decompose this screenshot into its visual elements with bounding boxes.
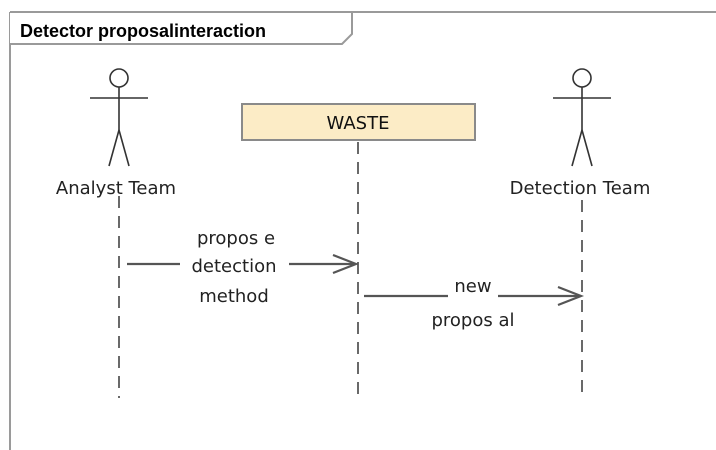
- actor-label-analyst-team: Analyst Team: [56, 178, 176, 199]
- actor-left-leg: [108, 129, 120, 167]
- lifeline-object-waste: WASTE: [241, 103, 476, 141]
- actor-right-leg: [118, 129, 130, 167]
- message-propose-detection-method: propos e detection method: [127, 228, 360, 307]
- message-label-line: new: [454, 276, 491, 297]
- actor-label-detection-team: Detection Team: [510, 178, 651, 199]
- actor-head: [572, 68, 592, 88]
- message-arrowhead: [557, 285, 585, 307]
- interaction-frame: Detector proposalinteraction: [9, 11, 716, 450]
- lifeline-object-label: WASTE: [327, 113, 390, 134]
- frame-title-tab: [10, 11, 353, 45]
- actor-right-leg: [581, 129, 593, 167]
- actor-left-leg: [571, 129, 583, 167]
- frame-title: Detector proposalinteraction: [20, 21, 266, 41]
- message-new-proposal: new propos al: [364, 276, 585, 331]
- message-label-line: propos e: [197, 228, 275, 249]
- message-arrowhead: [332, 253, 360, 275]
- actor-head: [109, 68, 129, 88]
- actor-analyst-team: Analyst Team: [56, 68, 176, 199]
- message-label-line: method: [199, 286, 269, 307]
- actor-detection-team: Detection Team: [510, 68, 651, 199]
- lifeline-object-box: [241, 103, 476, 141]
- message-label-line: propos al: [431, 310, 514, 331]
- message-label-line: detection: [191, 256, 276, 277]
